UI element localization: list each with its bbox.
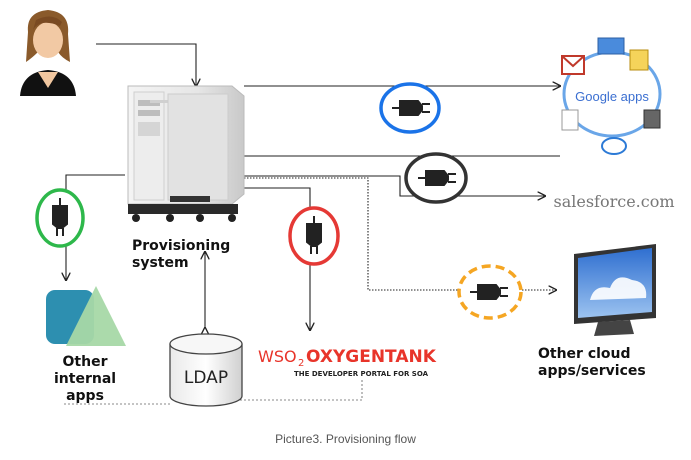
internal-apps-icon [46, 286, 126, 346]
user-to-server-line [96, 43, 196, 86]
server-to-salesforce-arrow [244, 175, 545, 196]
plug-google-icon [379, 82, 441, 134]
salesforce-logo: salesforce.com [553, 192, 674, 211]
plug-cloud-icon [457, 264, 523, 320]
user-avatar-icon [20, 10, 76, 96]
cloud-monitor-icon [574, 244, 656, 336]
ldap-dotted-line-2 [240, 380, 363, 401]
google-apps-logo: Google apps [561, 37, 662, 155]
wso2-main: OXYGENTANK [306, 347, 437, 367]
server-to-wso2-line [244, 187, 310, 330]
other-cloud-apps-label: Other cloud apps/services [538, 346, 646, 380]
plug-internal-icon [35, 188, 85, 248]
figure-caption: Picture3. Provisioning flow [275, 432, 416, 446]
cloud-label-line2: apps/services [538, 363, 646, 379]
wso2-prefix: WSO [258, 347, 297, 366]
plug-wso2-icon [288, 206, 340, 266]
server-tower-icon [127, 85, 245, 222]
provisioning-label-line1: Provisioning [132, 238, 231, 254]
provisioning-label-line2: system [132, 255, 189, 271]
internal-label-line2: internal [54, 371, 117, 387]
google-apps-label: Google apps [575, 89, 649, 104]
ldap-label: LDAP [184, 368, 228, 388]
wso2-tagline: THE DEVELOPER PORTAL FOR SOA [294, 370, 429, 378]
other-internal-apps-label: Other internal apps [54, 354, 116, 405]
internal-label-line1: Other [62, 354, 108, 370]
plug-salesforce-icon [404, 152, 468, 204]
ldap-database-icon: LDAP [169, 333, 243, 407]
cloud-label-line1: Other cloud [538, 346, 631, 362]
wso2-oxygentank-logo: WSO 2 OXYGENTANK THE DEVELOPER PORTAL FO… [258, 347, 437, 378]
wso2-sub: 2 [298, 358, 304, 369]
provisioning-system-label: Provisioning system [132, 238, 230, 272]
internal-label-line3: apps [66, 388, 104, 404]
